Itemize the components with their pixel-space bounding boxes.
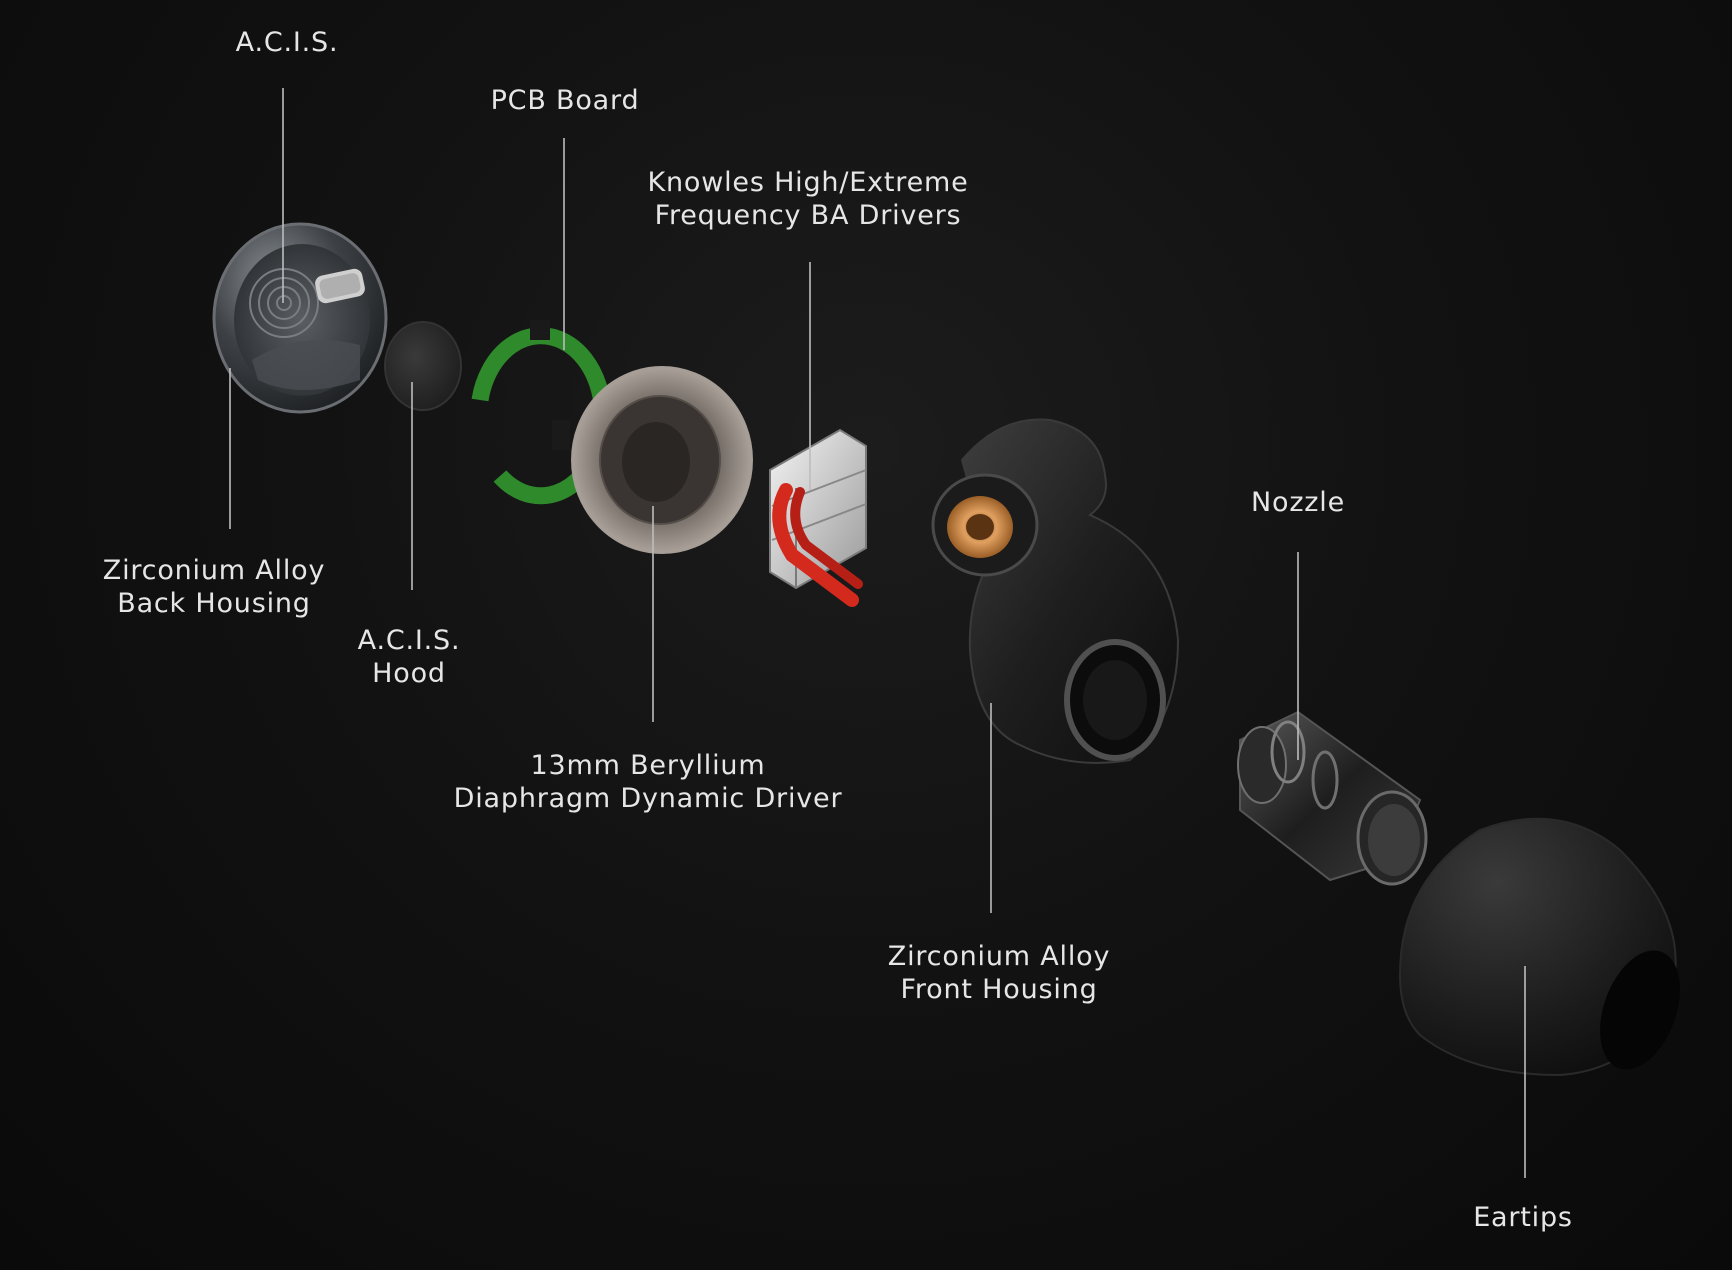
label-front-housing: Zirconium Alloy Front Housing (887, 941, 1111, 1005)
leader-lines (229, 88, 1526, 1178)
dynamic-driver-part (571, 366, 753, 554)
label-pcb-board: PCB Board (490, 85, 640, 116)
ba-drivers-part (769, 428, 867, 607)
pcb-board-part (471, 320, 612, 505)
label-knowles-ba-drivers: Knowles High/Extreme Frequency BA Driver… (647, 167, 969, 231)
acis-hood-part (384, 321, 462, 411)
label-acis-hood: A.C.I.S. Hood (357, 625, 461, 689)
nozzle-part (1237, 710, 1428, 886)
label-back-housing: Zirconium Alloy Back Housing (102, 555, 326, 619)
front-housing-part (931, 418, 1180, 764)
label-acis-top: A.C.I.S. (235, 27, 339, 58)
eartip-part (1398, 817, 1680, 1077)
label-dynamic-driver: 13mm Beryllium Diaphragm Dynamic Driver (453, 750, 843, 814)
back-housing-part (212, 222, 388, 414)
label-eartips: Eartips (1473, 1202, 1573, 1233)
label-nozzle: Nozzle (1251, 487, 1345, 518)
